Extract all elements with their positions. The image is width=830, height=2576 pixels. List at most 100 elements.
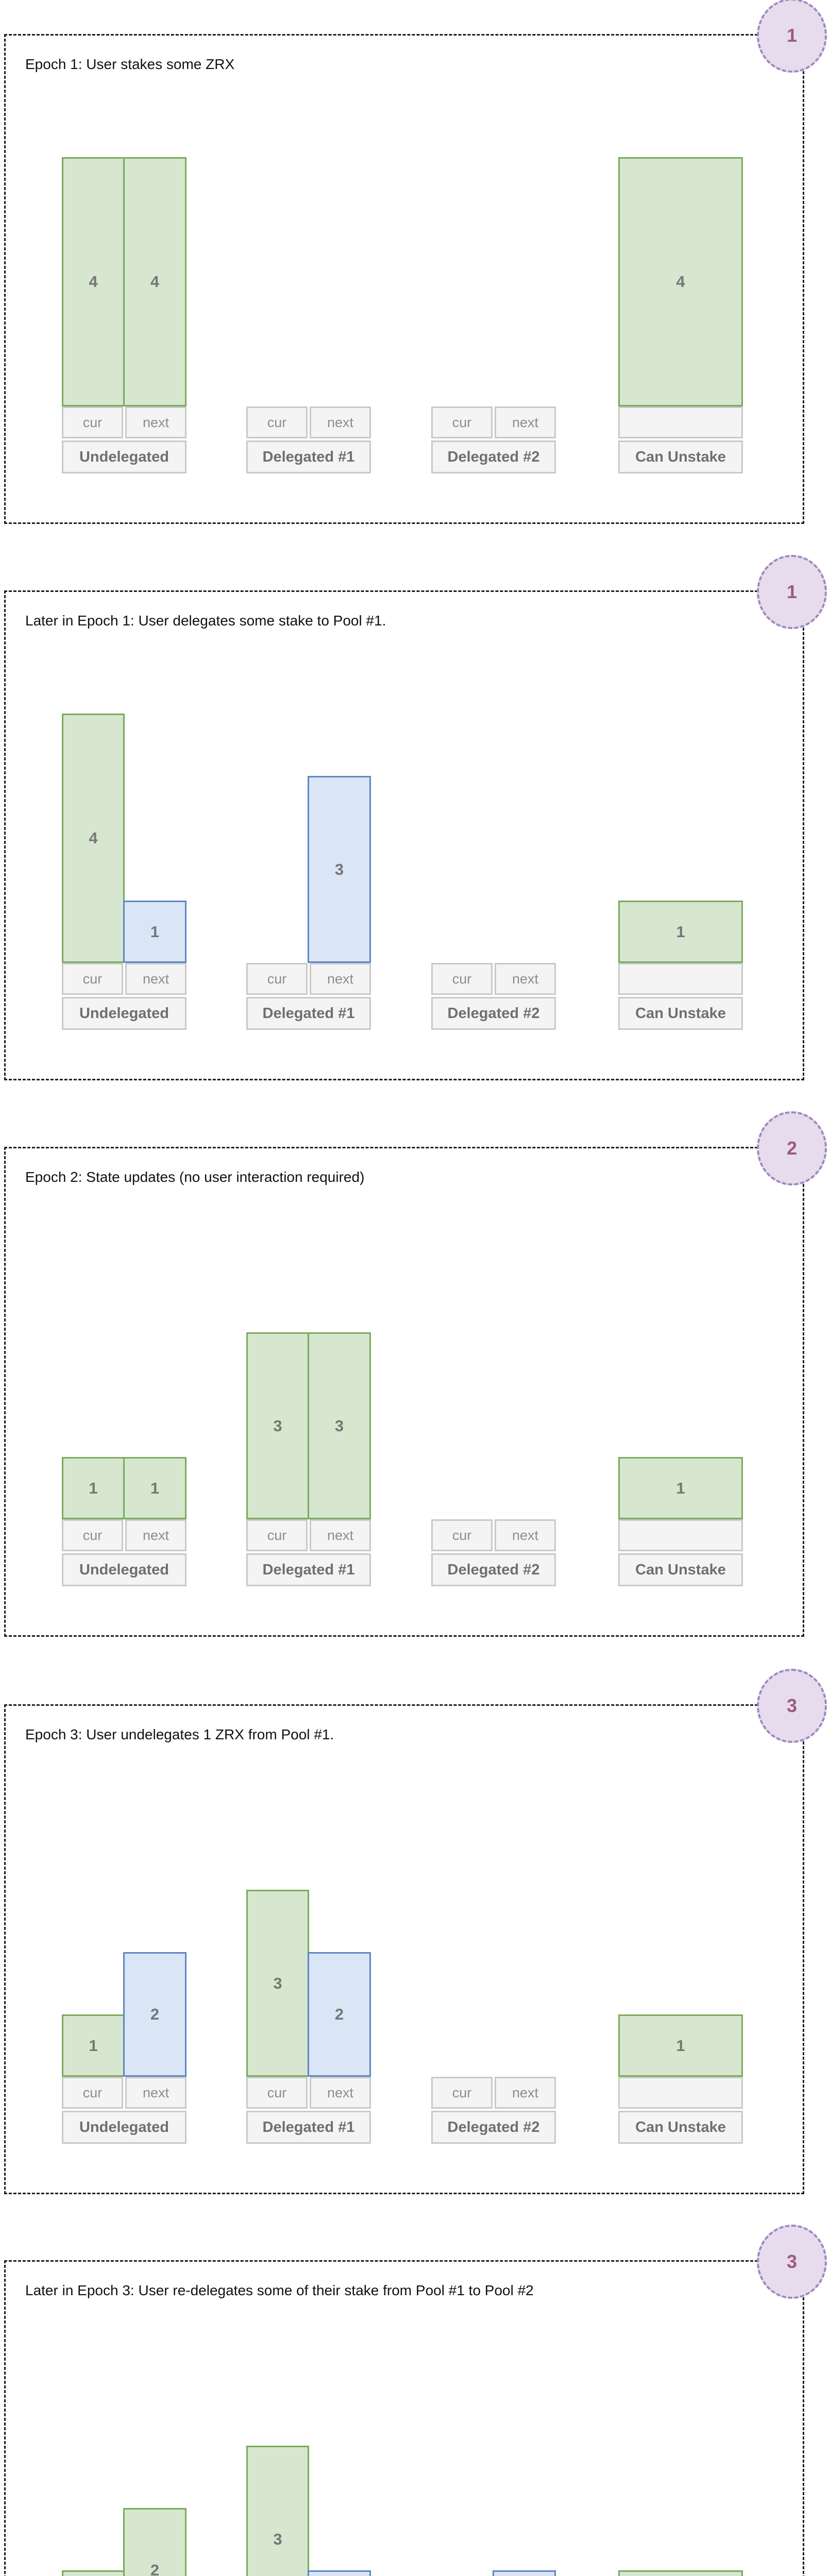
bars-area bbox=[431, 1148, 556, 1519]
stake-bar: 4 bbox=[62, 714, 125, 963]
epoch-badge: 1 bbox=[757, 0, 827, 73]
bar-value: 1 bbox=[676, 2036, 685, 2055]
col-header-cur: cur bbox=[62, 963, 123, 995]
bar-value: 1 bbox=[89, 1479, 98, 1497]
bar-value: 4 bbox=[150, 273, 160, 291]
stake-category-group: 31curnextDelegated #1 bbox=[246, 2262, 371, 2576]
stake-bar: 3 bbox=[308, 1332, 371, 1519]
epoch-panel: 1 Later in Epoch 1: User delegates some s… bbox=[4, 555, 827, 1080]
col-header-cur: cur bbox=[246, 2077, 308, 2109]
panel-title: Later in Epoch 1: User delegates some st… bbox=[25, 613, 386, 629]
panel-title: Epoch 2: State updates (no user interact… bbox=[25, 1169, 365, 1185]
bar-value: 1 bbox=[676, 1479, 685, 1497]
epoch-badge: 3 bbox=[757, 2225, 827, 2299]
epoch-badge: 3 bbox=[757, 1669, 827, 1743]
stake-bar: 1 bbox=[123, 901, 187, 963]
col-header-cur: cur bbox=[431, 406, 493, 438]
col-header-next: next bbox=[125, 1519, 187, 1551]
category-label: Delegated #1 bbox=[246, 1553, 371, 1586]
bars-area: 4 bbox=[618, 36, 743, 406]
bar-value: 2 bbox=[150, 2005, 160, 2023]
bars-area bbox=[431, 592, 556, 963]
col-header-next: next bbox=[495, 963, 556, 995]
bar-value: 4 bbox=[676, 273, 685, 291]
stake-bar: 1 bbox=[493, 2570, 556, 2576]
stake-bar: 2 bbox=[123, 2508, 187, 2576]
stake-bar: 1 bbox=[62, 2014, 125, 2077]
bar-value: 2 bbox=[334, 2005, 344, 2023]
bars-area bbox=[246, 36, 371, 406]
bars-area: 1 bbox=[431, 2262, 556, 2576]
category-label: Delegated #2 bbox=[431, 1553, 556, 1586]
stake-bar: 4 bbox=[62, 157, 125, 406]
bars-area bbox=[431, 1706, 556, 2077]
col-header-next: next bbox=[125, 963, 187, 995]
category-label: Undelegated bbox=[62, 440, 187, 473]
bar-value: 1 bbox=[150, 922, 160, 941]
col-header-cur: cur bbox=[431, 1519, 493, 1551]
col-header-next: next bbox=[310, 963, 371, 995]
stake-bar: 2 bbox=[123, 1952, 187, 2077]
bar-value: 1 bbox=[676, 922, 685, 941]
col-header-cur: cur bbox=[246, 1519, 308, 1551]
col-header-next: next bbox=[125, 2077, 187, 2109]
col-header-next: next bbox=[495, 1519, 556, 1551]
bar-value: 2 bbox=[150, 2561, 160, 2576]
category-label: Undelegated bbox=[62, 997, 187, 1030]
col-header-next: next bbox=[310, 1519, 371, 1551]
col-header-next: next bbox=[125, 406, 187, 438]
bars-area: 1 bbox=[618, 1148, 743, 1519]
col-header-cur: cur bbox=[246, 963, 308, 995]
bar-value: 3 bbox=[273, 1974, 282, 1992]
col-header-cur: cur bbox=[431, 2077, 493, 2109]
bars-area: 31 bbox=[246, 2262, 371, 2576]
panel-title: Epoch 1: User stakes some ZRX bbox=[25, 56, 235, 72]
stake-bar: 4 bbox=[123, 157, 187, 406]
stake-bar: 1 bbox=[123, 1457, 187, 1519]
col-header-cur: cur bbox=[62, 406, 123, 438]
bars-area: 1 bbox=[618, 592, 743, 963]
bar-value: 3 bbox=[273, 2530, 282, 2548]
col-header-cur: cur bbox=[62, 2077, 123, 2109]
stake-bar: 1 bbox=[618, 2570, 743, 2576]
stake-bar: 3 bbox=[246, 1890, 309, 2077]
epoch-badge: 2 bbox=[757, 1111, 827, 1185]
category-label: Can Unstake bbox=[618, 1553, 743, 1586]
bar-value: 1 bbox=[150, 1479, 160, 1497]
bar-value: 3 bbox=[334, 860, 344, 878]
col-header-cur: cur bbox=[246, 406, 308, 438]
col-header-next: next bbox=[495, 406, 556, 438]
col-header-cur: cur bbox=[62, 1519, 123, 1551]
bar-value: 4 bbox=[89, 829, 98, 847]
col-header-next: next bbox=[495, 2077, 556, 2109]
empty-cell bbox=[618, 2077, 743, 2109]
bars-area: 12 bbox=[62, 2262, 187, 2576]
col-header-next: next bbox=[310, 2077, 371, 2109]
category-label: Delegated #2 bbox=[431, 2111, 556, 2144]
bars-area: 1 bbox=[618, 2262, 743, 2576]
stake-bar: 3 bbox=[308, 776, 371, 963]
stake-bar: 1 bbox=[308, 2570, 371, 2576]
stake-bar: 1 bbox=[618, 2014, 743, 2077]
